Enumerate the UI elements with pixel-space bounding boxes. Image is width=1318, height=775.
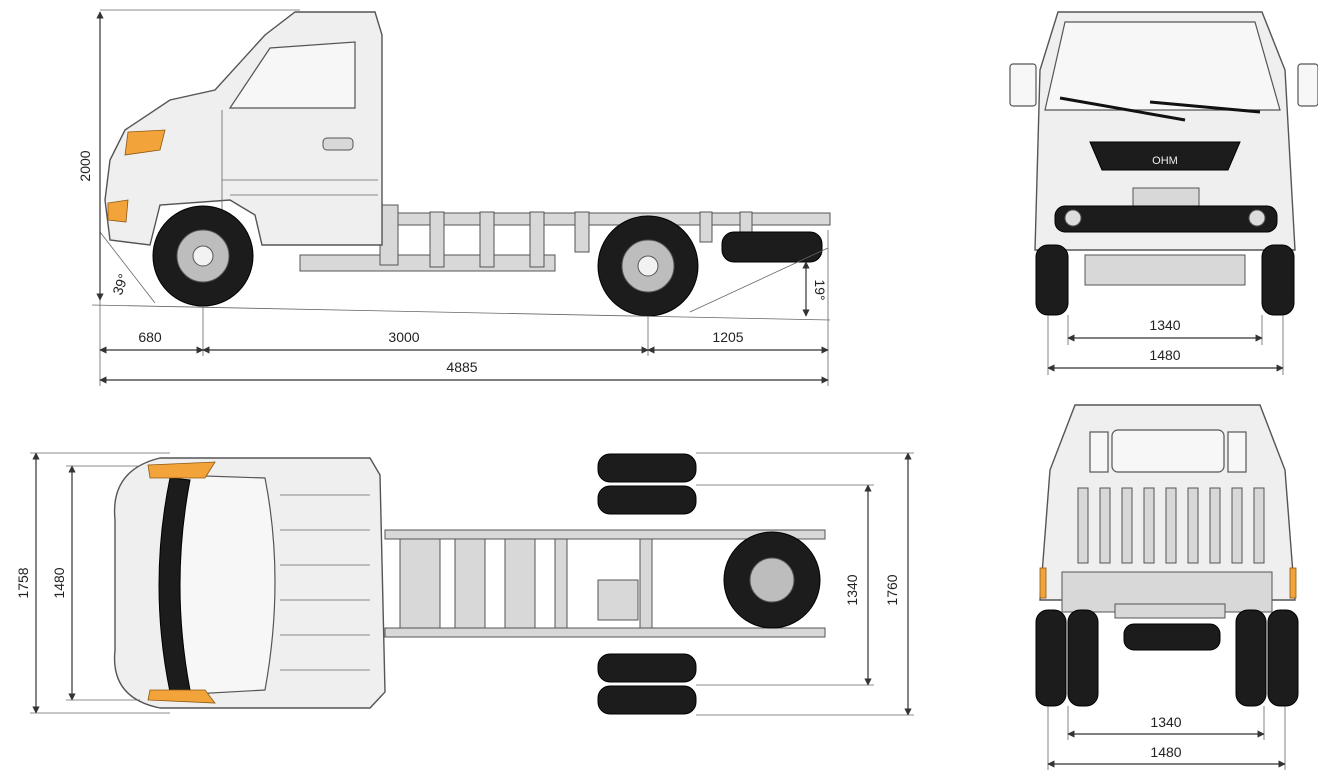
roof-ribs bbox=[280, 494, 370, 671]
front-wheel bbox=[152, 205, 254, 307]
door-handle bbox=[322, 137, 354, 151]
chassis-rail-bottom bbox=[384, 627, 826, 638]
cab-width-label: 1758 bbox=[15, 567, 31, 598]
rear-track-label: 1340 bbox=[844, 574, 860, 605]
front-windshield bbox=[1044, 21, 1281, 111]
front-outer-track-label: 1480 bbox=[1149, 347, 1180, 363]
mirror-right bbox=[1297, 63, 1318, 107]
front-track-label: 1480 bbox=[51, 567, 67, 598]
top-view: 1758 1480 1340 1760 bbox=[15, 452, 914, 716]
rear-fuel-tank bbox=[1123, 623, 1221, 651]
grille bbox=[1089, 141, 1241, 171]
rear-view: 1340 1480 bbox=[1035, 404, 1299, 770]
rear-dual-tires bbox=[1035, 609, 1299, 707]
front-tire-right bbox=[1261, 244, 1295, 316]
overall-length-label: 4885 bbox=[446, 359, 477, 375]
wheelbase-label: 3000 bbox=[388, 329, 419, 345]
rear-dual-wheels-top bbox=[597, 453, 697, 715]
side-view: 2000 39° 19° 680 3000 1205 4885 bbox=[77, 9, 831, 386]
front-overhang-label: 680 bbox=[138, 329, 162, 345]
headboard-bars bbox=[1077, 487, 1265, 564]
side-window bbox=[228, 41, 356, 109]
front-logo: OHM bbox=[1152, 155, 1178, 167]
rear-wheel bbox=[597, 215, 699, 317]
lower-grille bbox=[1054, 205, 1278, 233]
rear-inner-track-label: 1340 bbox=[1150, 714, 1181, 730]
frame-crossmembers bbox=[379, 204, 753, 268]
height-label: 2000 bbox=[77, 150, 93, 181]
rear-outer-track-label: 1480 bbox=[1150, 744, 1181, 760]
fuel-tank bbox=[721, 231, 823, 263]
spare-wheel bbox=[723, 531, 821, 629]
headlamp-side bbox=[124, 129, 166, 156]
rear-window bbox=[1111, 429, 1225, 473]
overall-rear-width-label: 1760 bbox=[884, 574, 900, 605]
approach-angle-label: 39° bbox=[109, 272, 131, 297]
chassis-rail-top bbox=[384, 529, 826, 540]
front-view: OHM 1340 1480 bbox=[1009, 11, 1318, 375]
departure-angle-label: 19° bbox=[812, 279, 828, 300]
front-inner-track-label: 1340 bbox=[1149, 317, 1180, 333]
rear-overhang-label: 1205 bbox=[712, 329, 743, 345]
front-tire-left bbox=[1035, 244, 1069, 316]
mirror-left bbox=[1009, 63, 1037, 107]
